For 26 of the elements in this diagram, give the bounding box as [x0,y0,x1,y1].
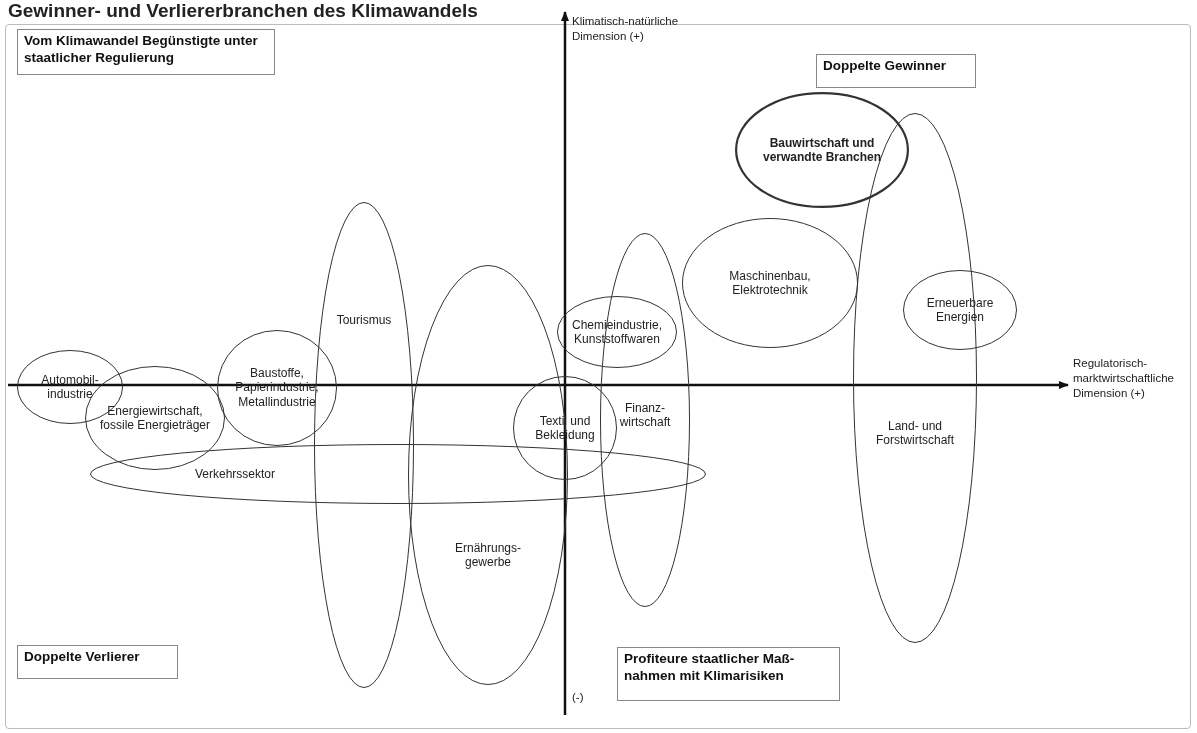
sector-name: Chemieindustrie, Kunststoffwaren [570,317,663,347]
chart-title: Gewinner- und Verliererbranchen des Klimawandels [8,0,478,22]
sector-name: Erneuerbare Energien [925,295,995,325]
sector-name: Energiewirtschaft, fossile Energieträger [98,403,212,433]
sector-name: Finanz- wirtschaft [618,400,672,430]
quadrant-label-box: Profiteure staatlicher Maß- nahmen mit Klimarisiken [617,647,840,701]
sector-name: Tourismus [335,312,393,328]
sector-name: Ernährungs- gewerbe [453,540,522,570]
sector-name: Verkehrssektor [193,466,276,482]
sector-name: Bauwirtschaft und verwandte Branchen [762,135,882,165]
sector-ellipse [557,296,677,368]
sector-ellipse [682,218,858,348]
axis-label: Klimatisch-natürliche Dimension (+) [572,14,680,44]
sector-name: Automobil- industrie [40,372,100,402]
sector-ellipse [513,376,617,480]
sector-name: Maschinenbau, Elektrotechnik [728,268,812,298]
quadrant-label-box: Vom Klimawandel Begünstigte unter staatlicher Regulierung [17,29,275,75]
axis-label: Regulatorisch-marktwirtschaftliche Dimension (+) [1073,356,1175,401]
sector-ellipse [735,92,909,208]
sector-name: Land- und Forstwirtschaft [875,418,955,448]
sector-ellipse [217,330,337,446]
sector-ellipse [903,270,1017,350]
axis-sign: (-) [572,690,585,705]
quadrant-label-box: Doppelte Verlierer [17,645,178,679]
sector-ellipse [90,444,706,504]
quadrant-label-box: Doppelte Gewinner [816,54,976,88]
